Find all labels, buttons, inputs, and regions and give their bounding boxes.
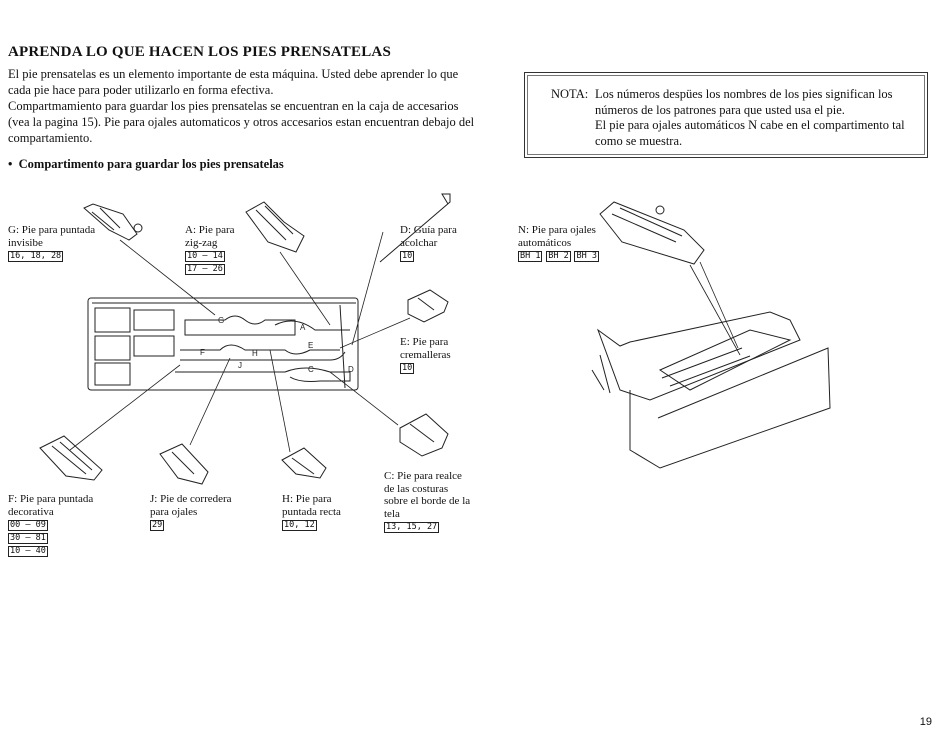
- page-number: 19: [919, 716, 932, 728]
- pattern-codes: 17 – 26: [185, 264, 225, 275]
- label-foot-a: A: Pie para zig-zag 10 – 14 17 – 26: [185, 224, 235, 275]
- tray-letter-h: H: [252, 349, 258, 358]
- tray-letter-d: D: [348, 365, 354, 374]
- label-foot-e: E: Pie para cremalleras 10: [400, 336, 451, 374]
- storage-bullet-text: Compartimento para guardar los pies pren…: [18, 157, 284, 171]
- pattern-codes: 10: [400, 363, 415, 374]
- storage-bullet: • Compartimento para guardar los pies pr…: [8, 157, 284, 171]
- accessory-box-drawing: [591, 311, 831, 469]
- label-foot-j: J: Pie de corredera para ojales 29: [150, 493, 232, 531]
- tray-letter-c: C: [308, 365, 314, 374]
- foot-h-drawing: [281, 447, 327, 479]
- label-foot-h: H: Pie para puntada recta 10, 12: [282, 493, 341, 531]
- intro-paragraph-2: Compartmamiento para guardar los pies pr…: [8, 99, 475, 145]
- note-line-1: Los números despües los nombres de los p…: [595, 87, 893, 117]
- note-text: Los números despües los nombres de los p…: [595, 87, 920, 149]
- label-foot-c: C: Pie para realce de las costuras sobre…: [384, 470, 471, 533]
- foot-a-drawing: [245, 201, 305, 253]
- label-foot-n: N: Pie para ojales automáticos BH 1 BH 2…: [518, 224, 599, 262]
- foot-j-drawing: [159, 443, 209, 485]
- tray-letter-e: E: [308, 341, 313, 350]
- intro-paragraph-1: El pie prensatelas es un elemento import…: [8, 67, 459, 97]
- storage-tray-drawing: [87, 297, 359, 391]
- label-foot-f: F: Pie para puntada decorativa 00 – 09 3…: [8, 493, 94, 557]
- tray-letter-g: G: [218, 316, 224, 325]
- note-box: NOTA: Los números despües los nombres de…: [524, 72, 928, 158]
- note-label: NOTA:: [551, 87, 589, 101]
- foot-c-drawing: [399, 413, 449, 457]
- pattern-bh2: BH 2: [546, 251, 571, 262]
- pattern-codes: 00 – 09: [8, 520, 48, 531]
- page-heading: APRENDA LO QUE HACEN LOS PIES PRENSATELA…: [8, 44, 391, 60]
- tray-letter-f: F: [200, 348, 205, 357]
- tray-letter-j: J: [238, 361, 242, 370]
- pattern-bh1: BH 1: [518, 251, 543, 262]
- pattern-codes: 13, 15, 27: [384, 522, 440, 533]
- intro-text: El pie prensatelas es un elemento import…: [8, 66, 478, 146]
- pattern-bh3: BH 3: [574, 251, 599, 262]
- pattern-codes: 30 – 81: [8, 533, 48, 544]
- tray-letter-a: A: [300, 323, 306, 332]
- pattern-codes: 16, 18, 28: [8, 251, 64, 262]
- foot-d-drawing: [379, 193, 451, 263]
- note-line-2: El pie para ojales automáticos N cabe en…: [595, 118, 905, 148]
- pattern-codes: 10 – 14: [185, 251, 225, 262]
- pattern-codes: 10, 12: [282, 520, 317, 531]
- label-foot-g: G: Pie para puntada invisibe 16, 18, 28: [8, 224, 96, 262]
- pattern-codes: 10 – 40: [8, 546, 48, 557]
- foot-n-drawing: [599, 201, 705, 265]
- label-foot-d: D: Guía para acolchar 10: [400, 224, 457, 262]
- foot-e-drawing: [407, 289, 449, 323]
- pattern-codes: 29: [150, 520, 165, 531]
- pattern-codes: 10: [400, 251, 415, 262]
- foot-f-drawing: [39, 435, 103, 481]
- leader-lines: [69, 231, 741, 453]
- foot-g-drawing: [83, 203, 143, 241]
